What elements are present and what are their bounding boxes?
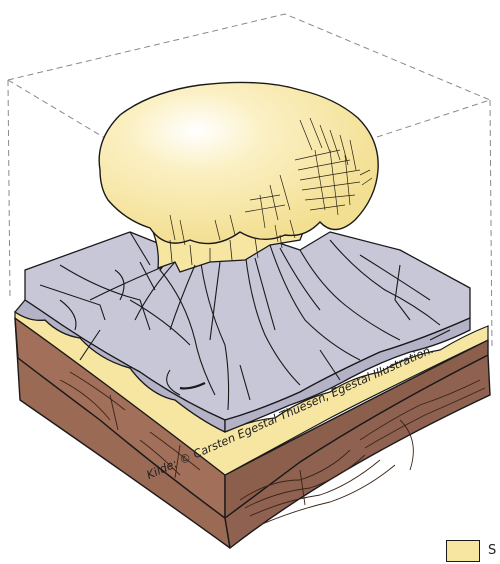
legend: S (446, 540, 500, 564)
salt-dome-cap (99, 82, 378, 243)
legend-label: S (488, 543, 496, 558)
legend-swatch-salt (446, 540, 480, 562)
